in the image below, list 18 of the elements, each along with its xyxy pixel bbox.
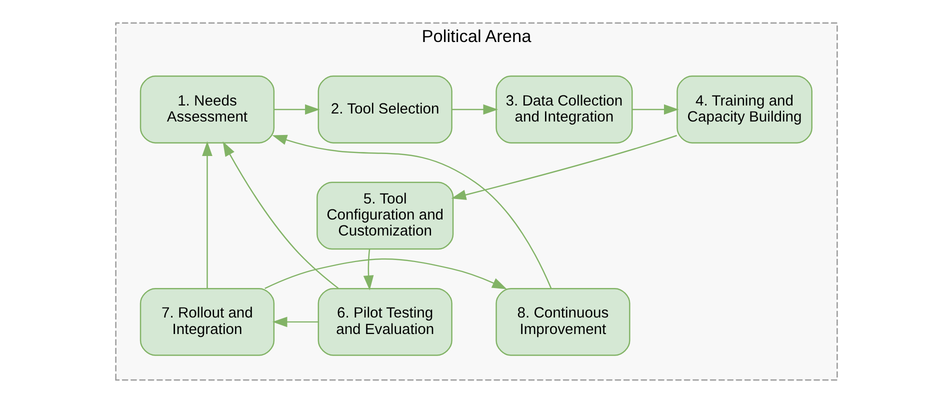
arrow bbox=[202, 141, 212, 288]
arrow bbox=[264, 258, 507, 290]
node-box: 2. Tool Selection bbox=[317, 76, 452, 144]
arrow bbox=[274, 104, 320, 115]
node-box: 4. Training and Capacity Building bbox=[676, 76, 812, 144]
arrow bbox=[450, 134, 676, 200]
arrow bbox=[451, 104, 498, 115]
arrow bbox=[632, 104, 678, 115]
node-box: 6. Pilot Testing and Evaluation bbox=[317, 288, 452, 356]
arrow bbox=[272, 316, 318, 328]
node-box: 7. Rollout and Integration bbox=[139, 288, 274, 356]
arrow bbox=[222, 141, 338, 289]
node-box: 1. Needs Assessment bbox=[139, 76, 274, 144]
arrow bbox=[362, 249, 374, 290]
node-box: 8. Continuous Improvement bbox=[495, 288, 630, 356]
node-box: 5. Tool Configuration and Customization bbox=[316, 182, 454, 250]
arrow bbox=[272, 134, 552, 289]
node-box: 3. Data Collection and Integration bbox=[495, 76, 632, 144]
